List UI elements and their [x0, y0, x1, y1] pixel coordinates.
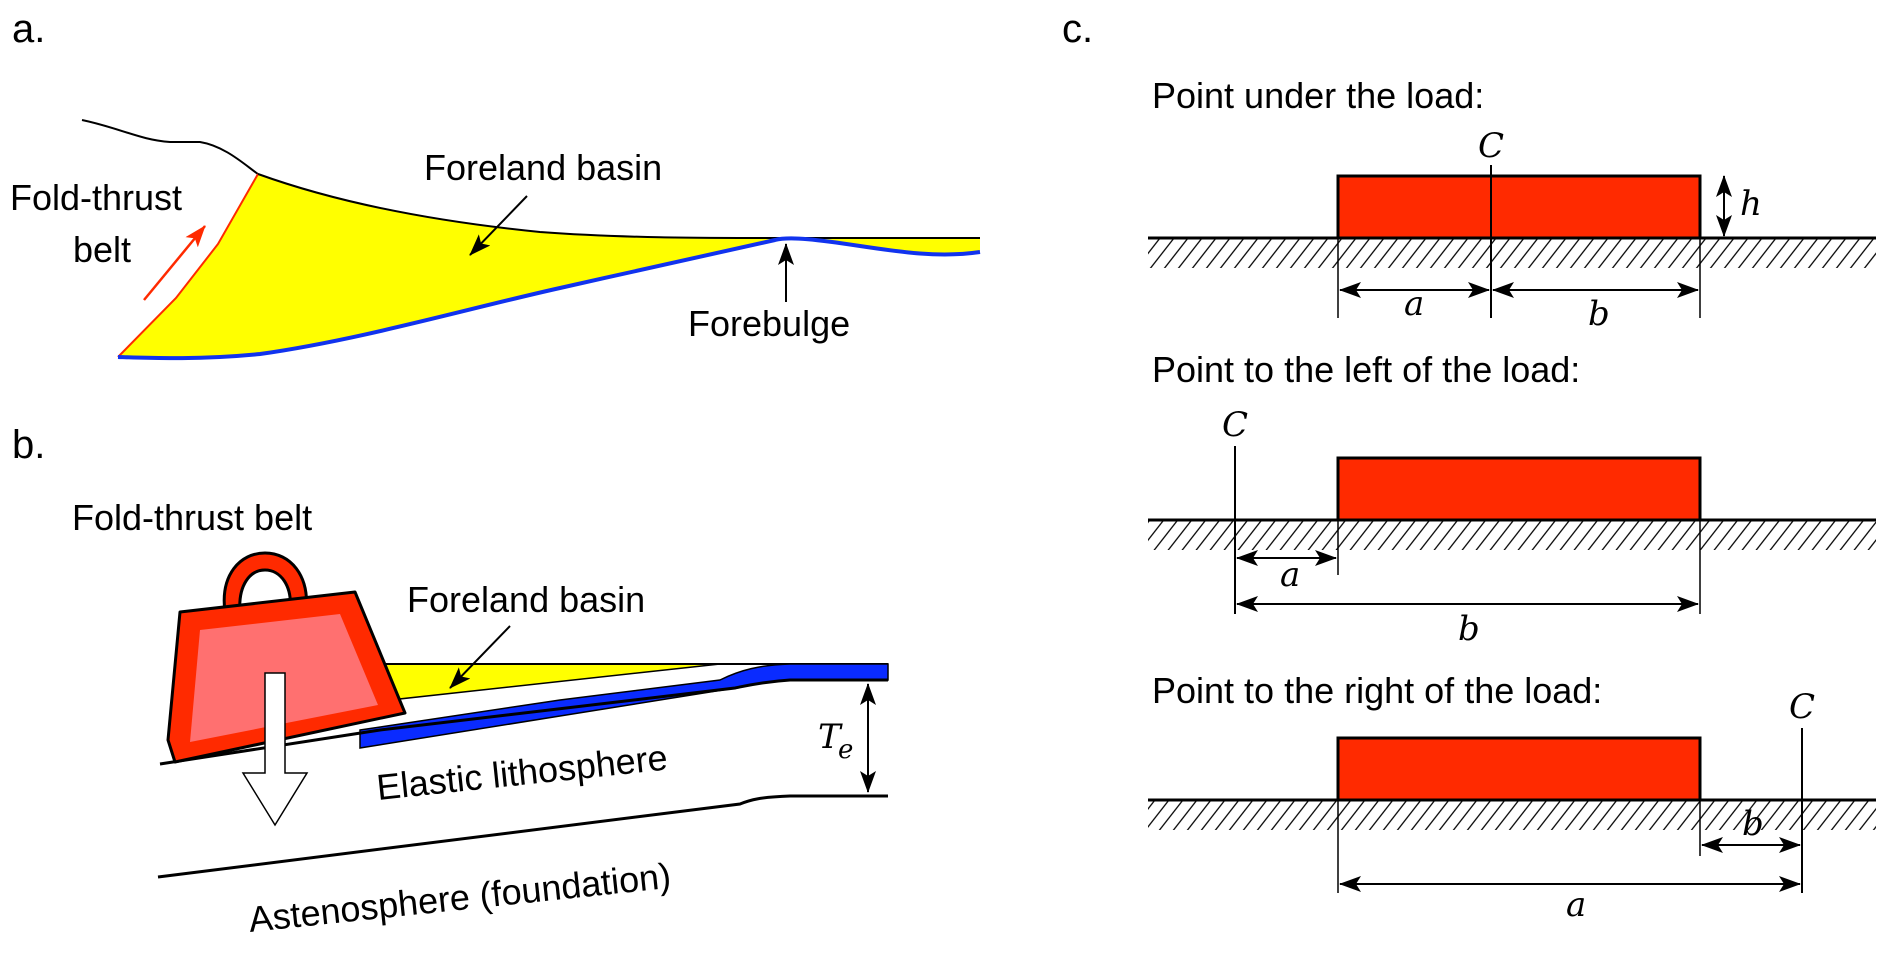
basin-surface	[257, 173, 980, 239]
panel-a: a. Fold-thrust belt Foreland basin Foreb…	[10, 7, 981, 361]
foreland-basin-fill	[118, 174, 980, 359]
foreland-basin-pointer-a	[469, 195, 528, 256]
dim-a-label: a	[1404, 284, 1424, 324]
dim-h-label: h	[1740, 184, 1762, 224]
load-arrow-icon	[241, 672, 309, 827]
panel-b: b. Fold-thrust belt T e Foreland basin E…	[12, 423, 889, 940]
case-right-of-load: Point to the right of the load: C b a	[1148, 670, 1876, 925]
dim-b-label: b	[1458, 609, 1480, 649]
rectangular-load	[1336, 174, 1702, 240]
dim-a-label: a	[1280, 555, 1300, 595]
fold-thrust-belt-label-1: Fold-thrust	[10, 177, 182, 218]
lithosphere-lower-boundary	[157, 794, 888, 879]
panel-b-tag: b.	[12, 423, 45, 467]
thrust-surface	[117, 173, 259, 358]
panel-c: c. Point under the load: C a b h Point t…	[1062, 7, 1876, 925]
panel-c-tag: c.	[1062, 7, 1093, 51]
te-symbol: T	[818, 717, 843, 757]
ground-hatch	[1148, 238, 1876, 268]
forebulge-label: Forebulge	[688, 303, 850, 344]
te-subscript: e	[838, 735, 853, 765]
point-label: C	[1222, 405, 1248, 445]
dim-b-label: b	[1588, 294, 1610, 334]
rectangular-load	[1336, 736, 1702, 802]
point-label: C	[1478, 126, 1504, 166]
fold-thrust-belt-label-2: belt	[73, 229, 131, 270]
lithosphere-upper-boundary	[159, 678, 888, 766]
case-under-load: Point under the load: C a b h	[1148, 75, 1876, 334]
topography-line	[81, 119, 259, 175]
fold-thrust-belt-label-b: Fold-thrust belt	[72, 497, 312, 538]
dim-a-label: a	[1566, 885, 1586, 925]
thrust-motion-arrow	[143, 225, 206, 301]
elastic-lithosphere-label: Elastic lithosphere	[375, 737, 670, 808]
foreland-basin-label-b: Foreland basin	[407, 579, 645, 620]
foreland-basin-label-a: Foreland basin	[424, 147, 662, 188]
foreland-basin-pointer-b	[449, 625, 511, 689]
case-title: Point to the left of the load:	[1152, 349, 1580, 390]
astenosphere-label: Astenosphere (foundation)	[247, 855, 673, 940]
ground-hatch	[1148, 520, 1876, 550]
lithosphere-top-line	[117, 236, 981, 361]
rectangular-load	[1336, 456, 1702, 522]
dim-b-label: b	[1742, 804, 1764, 844]
point-label: C	[1789, 687, 1815, 727]
case-title: Point to the right of the load:	[1152, 670, 1602, 711]
case-title: Point under the load:	[1152, 75, 1484, 116]
ground-hatch	[1148, 800, 1876, 830]
panel-a-tag: a.	[12, 7, 45, 51]
case-left-of-load: Point to the left of the load: C a b	[1148, 349, 1876, 649]
